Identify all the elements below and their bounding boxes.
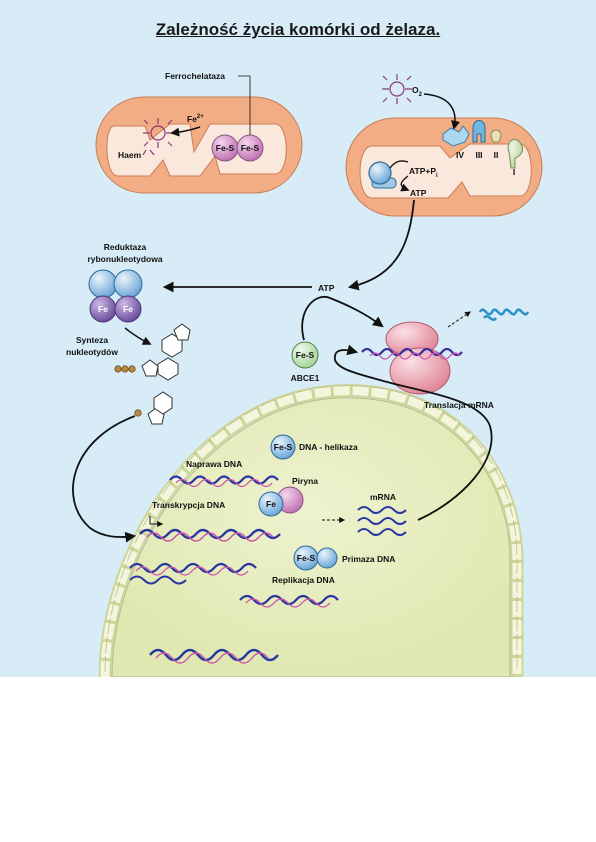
synthesis-label-line2: nukleotydów	[66, 347, 118, 357]
atp-pi-subscript: i	[436, 173, 438, 179]
helicase-cluster-label: Fe-S	[274, 442, 293, 452]
synthesis-arrow	[124, 327, 152, 345]
complex-i-label: I	[513, 167, 515, 177]
ribosome	[385, 321, 451, 395]
o2-text: O	[412, 85, 419, 95]
atp-mito-label: ATP	[410, 188, 427, 198]
o2-subscript: 2	[419, 92, 423, 98]
pirin-label: Piryna	[292, 476, 318, 486]
dna-primase	[293, 545, 338, 571]
fe-s-cluster-label: Fe-S	[241, 143, 260, 153]
transcription-dna-strand-b	[146, 532, 274, 542]
reductase-label-line2: rybonukleotydowa	[87, 254, 162, 264]
synthesis-label-line1: Synteza	[76, 335, 108, 345]
replication-label: Replikacja DNA	[272, 575, 335, 585]
abce1-cluster-label: Fe-S	[296, 350, 315, 360]
atp-synthesis-arc	[389, 160, 409, 169]
mrna-label: mRNA	[370, 492, 396, 502]
reductase-fe-label: Fe	[123, 304, 133, 314]
dna-repair-strand-b	[175, 478, 273, 488]
helicase-label: DNA - helikaza	[299, 442, 358, 452]
pirin-protein	[258, 486, 304, 517]
replication-dna	[129, 562, 339, 664]
haem-label: Haem	[118, 150, 142, 160]
nucleus	[98, 384, 524, 677]
oxygen-molecule	[382, 74, 412, 104]
reductase-label-line1: Reduktaza	[104, 242, 147, 252]
abce1-label: ABCE1	[291, 373, 320, 383]
page-title: Zależność życia komórki od żelaza.	[155, 20, 441, 39]
atp-pi-label: ATP+Pi	[409, 166, 438, 179]
abce1-protein	[291, 341, 319, 369]
nucleotides	[141, 323, 191, 425]
fe-to-haem-arrow	[170, 126, 201, 137]
mrna-strand-translation-b	[369, 352, 461, 360]
atp-export-arrow	[347, 199, 415, 291]
haem-molecule	[142, 118, 173, 156]
dna-repair-label: Naprawa DNA	[186, 459, 242, 469]
atp-to-translation-arrow	[301, 295, 384, 341]
complex-iii-label: III	[475, 150, 482, 160]
transcription-dna-strand	[139, 528, 281, 540]
protein-output-arrow	[447, 311, 471, 328]
phosphate-groups	[114, 365, 142, 417]
dna-helicase	[270, 434, 296, 460]
transcription-label: Transkrypcja DNA	[152, 500, 225, 510]
atp-label: ATP	[318, 283, 335, 293]
primase-cluster-label: Fe-S	[297, 553, 316, 563]
complex-iv-label: IV	[456, 150, 464, 160]
atp-synthase	[368, 161, 397, 189]
transcription-start-arrow	[149, 516, 164, 527]
mrna-export-arrow	[333, 344, 493, 521]
iron-dependence-diagram: Haem Fe2+ Fe-S Fe-S Ferrochelataza O2 IV…	[66, 71, 543, 677]
ferrochelatase-label: Ferrochelataza	[165, 71, 225, 81]
primase-label: Primaza DNA	[342, 554, 395, 564]
pirin-fe-label: Fe	[266, 499, 276, 509]
nucleotide-import-arrow	[72, 415, 137, 543]
ribonucleotide-reductase	[88, 269, 143, 323]
fe-ion-charge: 2+	[197, 114, 204, 120]
oxygen-label: O2	[412, 85, 423, 98]
translation-label: Translacja mRNA	[424, 400, 494, 410]
fe2plus-label: Fe2+	[187, 114, 204, 124]
reductase-fe-label: Fe	[98, 304, 108, 314]
oxygen-arrow	[423, 93, 460, 130]
mrna-copies	[357, 506, 407, 536]
atp-synthesis-arrow	[400, 175, 410, 192]
mitochondrion-haem	[95, 96, 303, 194]
fe-s-cluster-label: Fe-S	[216, 143, 235, 153]
ferrochelatase-leader	[238, 75, 251, 135]
complex-ii-label: II	[494, 150, 499, 160]
protein-chain	[478, 308, 530, 321]
respiratory-complexes	[442, 120, 524, 169]
fe-ion-text: Fe	[187, 114, 197, 124]
atp-p-text: ATP+P	[409, 166, 436, 176]
